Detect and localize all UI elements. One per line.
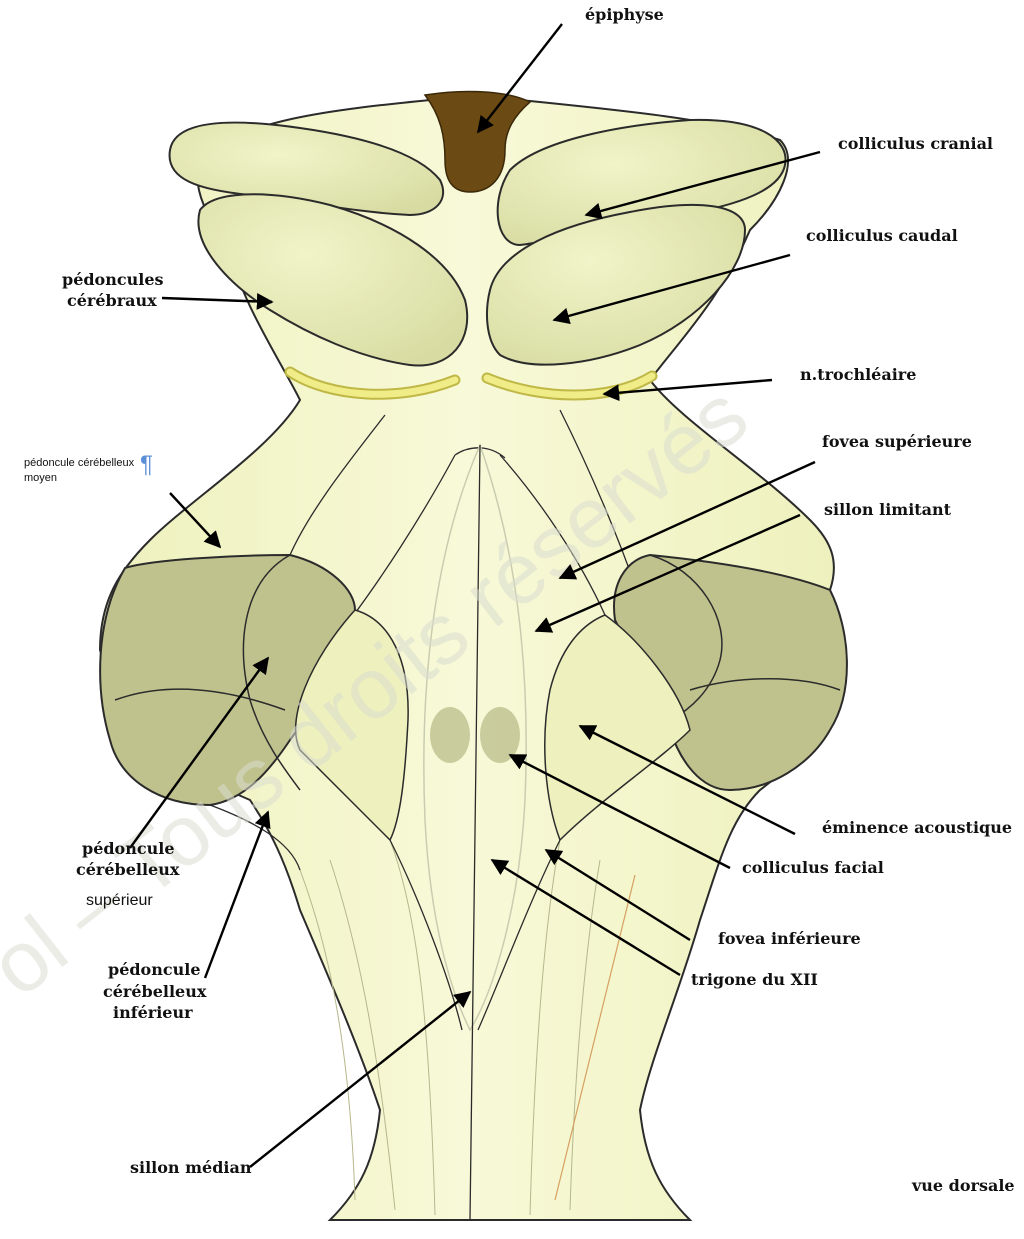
label-colliculus-cranial: colliculus cranial bbox=[838, 134, 993, 153]
trochlear-nerve-right-core bbox=[483, 372, 656, 399]
fossa-border-left bbox=[289, 414, 386, 556]
arrow-trigone-xii bbox=[490, 858, 681, 977]
colliculus-cranial-right bbox=[496, 118, 787, 247]
medulla-line-1 bbox=[299, 869, 356, 1201]
medulla-line-6 bbox=[554, 874, 636, 1201]
arrow-sillon-limitant bbox=[534, 513, 801, 633]
label-pedoncule-inferieur-3: inférieur bbox=[113, 1003, 193, 1022]
medulla-line-4 bbox=[529, 839, 561, 1216]
label-pedoncule-superieur-2: cérébelleux bbox=[76, 860, 180, 879]
arrow-eminence-acoustique bbox=[578, 724, 796, 836]
arrow-sillon-median bbox=[249, 990, 472, 1168]
label-pedoncules-cerebraux-1: pédoncules bbox=[62, 270, 164, 289]
label-pedoncule-superieur-3: supérieur bbox=[86, 892, 153, 909]
arrow-colliculus-caudal bbox=[552, 253, 791, 325]
label-pedoncule-inferieur-2: cérébelleux bbox=[103, 982, 207, 1001]
facial-colliculus-right-shade bbox=[480, 707, 520, 763]
epiphyse-shape bbox=[423, 90, 532, 193]
middle-peduncle-left-divider bbox=[114, 688, 286, 711]
median-sulcus-line bbox=[469, 444, 481, 1221]
label-pedoncule-superieur-1: pédoncule bbox=[82, 839, 175, 858]
arrow-colliculus-facial bbox=[508, 753, 731, 870]
arrow-pedoncule-inferieur bbox=[203, 810, 271, 979]
arrow-n-trochleaire bbox=[602, 378, 773, 402]
arrow-pedoncule-moyen bbox=[169, 492, 222, 549]
superior-peduncle-left-cut bbox=[242, 554, 301, 791]
arrow-fovea-inferieure bbox=[544, 848, 691, 942]
label-sillon-limitant: sillon limitant bbox=[824, 500, 952, 519]
label-pedoncule-inferieur-1: pédoncule bbox=[108, 960, 201, 979]
label-sillon-median: sillon médian bbox=[130, 1158, 252, 1177]
label-fovea-superieure: fovea supérieure bbox=[822, 432, 972, 451]
inferior-peduncle-left-inner bbox=[389, 839, 463, 1031]
arrow-colliculus-cranial bbox=[584, 150, 821, 220]
brainstem-body bbox=[98, 99, 835, 1221]
facial-colliculus-left-shade bbox=[430, 707, 470, 763]
label-vue-dorsale: vue dorsale bbox=[911, 1176, 1015, 1195]
label-pedoncule-moyen-2: moyen bbox=[24, 472, 57, 484]
label-fovea-inferieure: fovea inférieure bbox=[718, 929, 861, 948]
label-pilcrow: ¶ bbox=[140, 451, 153, 478]
label-pedoncules-cerebraux-2: cérébraux bbox=[67, 291, 157, 310]
arrow-fovea-superieure bbox=[558, 460, 816, 580]
acoustic-eminence-right bbox=[544, 614, 691, 842]
medulla-line-2 bbox=[329, 859, 396, 1211]
label-eminence-acoustique: éminence acoustique bbox=[822, 818, 1012, 837]
label-pedoncule-moyen-1: pédoncule cérébelleux bbox=[24, 457, 135, 469]
label-colliculus-caudal: colliculus caudal bbox=[806, 226, 958, 245]
trigone-outline bbox=[423, 442, 527, 1032]
inferior-peduncle-left-border bbox=[209, 804, 301, 871]
medulla-line-5 bbox=[569, 859, 601, 1211]
fossa-inner-right bbox=[499, 454, 606, 616]
middle-peduncle-right-divider bbox=[689, 678, 841, 691]
arrow-pedoncule-superieur bbox=[129, 656, 269, 849]
superior-peduncle-right-cut bbox=[649, 554, 723, 721]
label-trigone-xii: trigone du XII bbox=[691, 970, 818, 989]
colliculus-caudal-right bbox=[486, 203, 747, 366]
fossa-inner-left bbox=[349, 454, 456, 621]
arrow-epiphyse bbox=[476, 23, 563, 134]
medulla-line-3 bbox=[389, 839, 436, 1216]
arrow-pedoncules-cerebraux bbox=[161, 293, 274, 310]
label-n-trochleaire: n.trochléaire bbox=[800, 365, 916, 384]
acoustic-eminence-left bbox=[295, 609, 409, 842]
trochlear-nerve-left-core bbox=[286, 368, 459, 398]
label-epiphyse: épiphyse bbox=[585, 5, 664, 24]
label-colliculus-facial: colliculus facial bbox=[742, 858, 884, 877]
